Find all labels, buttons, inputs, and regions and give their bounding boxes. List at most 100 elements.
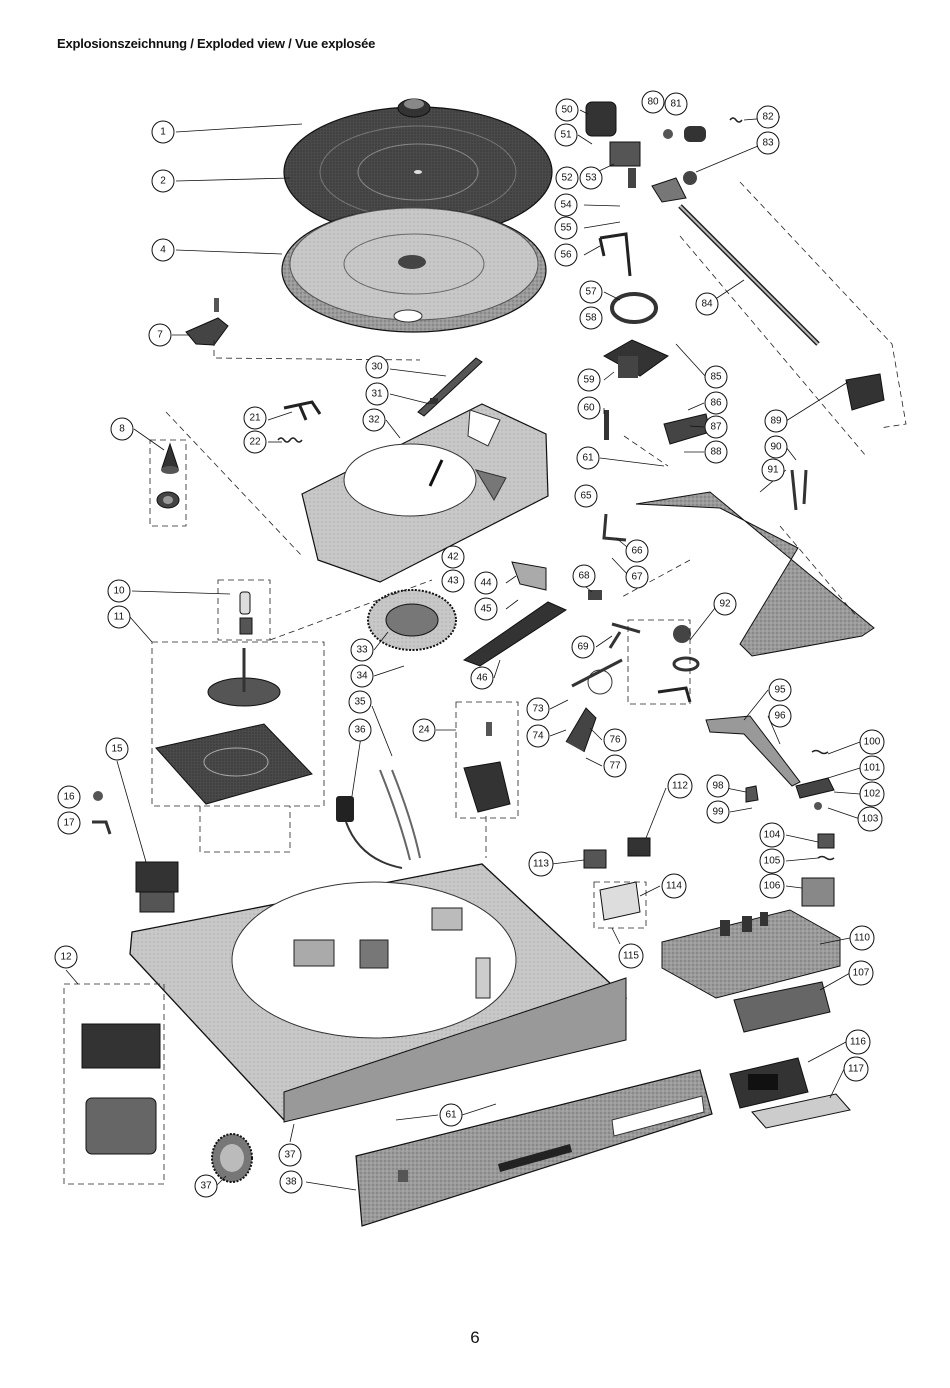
- callout-circle: [474, 597, 498, 621]
- callout-34: 34: [350, 664, 374, 688]
- callout-number: 34: [356, 671, 368, 682]
- motor-pulley-10-part: [239, 591, 253, 635]
- callout-circle: [704, 391, 728, 415]
- callout-number: 116: [850, 1037, 866, 1048]
- callout-circle: [107, 605, 131, 629]
- callout-77: 77: [603, 754, 627, 778]
- callout-circle: [572, 564, 596, 588]
- callout-86: 86: [704, 391, 728, 415]
- callout-circle: [849, 925, 875, 951]
- callout-circle: [54, 945, 78, 969]
- pivot-53-part: [609, 141, 641, 188]
- button-15-part: [135, 861, 179, 913]
- callout-92: 92: [713, 592, 737, 616]
- callout-88: 88: [704, 440, 728, 464]
- callout-117: 117: [843, 1056, 869, 1082]
- callout-80: 80: [641, 90, 665, 114]
- callout-circle: [470, 666, 494, 690]
- callout-circle: [441, 569, 465, 593]
- callout-number: 95: [774, 685, 786, 696]
- callout-circle: [704, 365, 728, 389]
- callout-number: 32: [368, 415, 380, 426]
- callout-73: 73: [526, 697, 550, 721]
- arm-base-83-part: [651, 171, 697, 203]
- callout-104: 104: [759, 822, 785, 848]
- transformer-12-part: [81, 1023, 161, 1155]
- callout-circle: [526, 724, 550, 748]
- callout-number: 101: [864, 763, 881, 774]
- callout-circle: [554, 193, 578, 217]
- callout-circle: [768, 704, 792, 728]
- callout-circle: [859, 755, 885, 781]
- callout-number: 69: [577, 642, 589, 653]
- callout-circle: [664, 92, 688, 116]
- callout-circle: [848, 960, 874, 986]
- callout-number: 50: [561, 105, 573, 116]
- callout-circle: [555, 166, 579, 190]
- lever-arm-30-part: [417, 357, 483, 417]
- part-69: [588, 590, 602, 600]
- display-116-part: [729, 1057, 809, 1109]
- callout-10: 10: [107, 579, 131, 603]
- callout-110: 110: [849, 925, 875, 951]
- callout-number: 46: [476, 673, 488, 684]
- lever-66-part: [602, 513, 627, 542]
- callout-number: 83: [762, 138, 774, 149]
- callout-circle: [57, 785, 81, 809]
- callout-circle: [704, 440, 728, 464]
- callout-circle: [625, 565, 649, 589]
- callout-number: 22: [249, 437, 261, 448]
- callout-113: 113: [528, 851, 554, 877]
- callout-circle: [857, 806, 883, 832]
- callout-number: 42: [447, 552, 459, 563]
- callout-circle: [579, 306, 603, 330]
- callout-number: 57: [585, 287, 597, 298]
- callout-90: 90: [764, 435, 788, 459]
- callout-7: 7: [148, 323, 172, 347]
- assembly-92-part: [657, 625, 700, 703]
- callout-number: 55: [560, 223, 572, 234]
- callout-circle: [603, 728, 627, 752]
- callout-number: 30: [371, 362, 383, 373]
- base-housing-part: [129, 863, 628, 1123]
- callout-82: 82: [756, 105, 780, 129]
- callout-circle: [105, 737, 129, 761]
- callout-number: 103: [862, 814, 879, 825]
- callout-45: 45: [474, 597, 498, 621]
- callout-number: 51: [560, 130, 572, 141]
- tonearm-tube-84-part: [678, 204, 820, 346]
- callout-81: 81: [664, 92, 688, 116]
- callout-16: 16: [57, 785, 81, 809]
- callout-circle: [554, 123, 578, 147]
- callout-30: 30: [365, 355, 389, 379]
- callout-number: 8: [119, 424, 125, 435]
- callout-number: 54: [560, 200, 572, 211]
- callout-circle: [756, 131, 780, 155]
- callout-96: 96: [768, 704, 792, 728]
- callout-53: 53: [579, 166, 603, 190]
- callout-43: 43: [441, 569, 465, 593]
- callout-circle: [859, 781, 885, 807]
- callout-circle: [759, 848, 785, 874]
- slider-95-part: [705, 715, 801, 787]
- callout-36: 36: [348, 718, 372, 742]
- callout-number: 37: [284, 1150, 296, 1161]
- callout-circle: [528, 851, 554, 877]
- spindle-adapter-part: [397, 98, 431, 118]
- callout-circle: [151, 169, 175, 193]
- circuit-board-110-part: [661, 909, 841, 999]
- callout-number: 110: [854, 933, 870, 944]
- callout-54: 54: [554, 193, 578, 217]
- callout-circle: [761, 458, 785, 482]
- gear-33-part: [367, 589, 457, 651]
- callout-number: 90: [770, 442, 782, 453]
- callout-circle: [577, 396, 601, 420]
- callout-number: 33: [356, 645, 368, 656]
- bracket-56-part: [598, 232, 632, 277]
- callout-circle: [362, 408, 386, 432]
- cueing-knob-part: [156, 442, 180, 509]
- chassis-plate-part: [301, 403, 549, 583]
- screw-16-part: [93, 791, 103, 801]
- callout-8: 8: [110, 417, 134, 441]
- callout-95: 95: [768, 678, 792, 702]
